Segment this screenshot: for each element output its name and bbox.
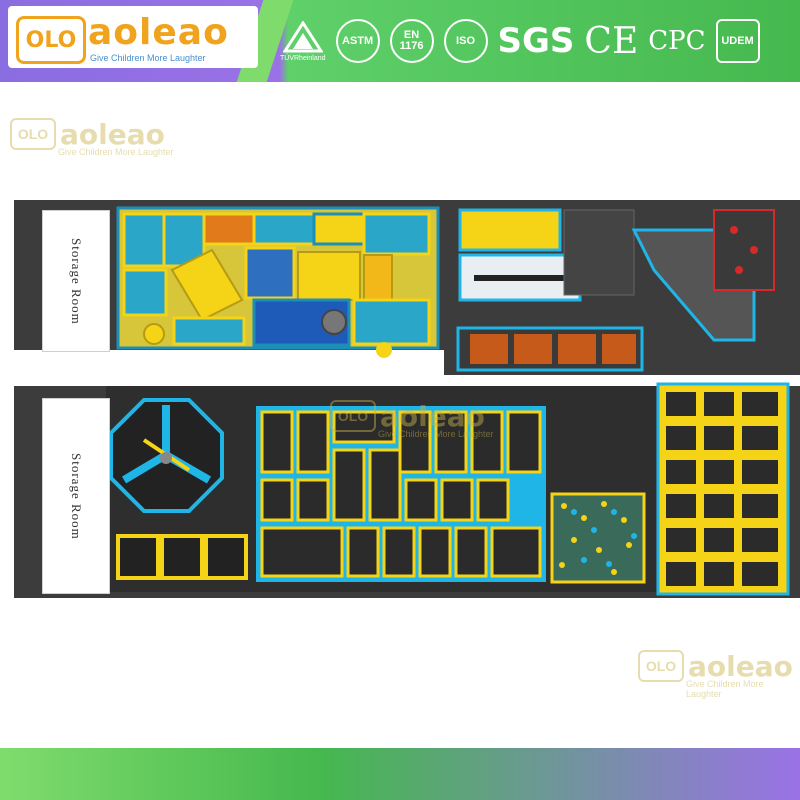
storage-room-top-label: Storage Room	[69, 237, 84, 325]
brand-tagline: Give Children More Laughter	[90, 53, 206, 63]
small-trampolines	[116, 534, 248, 580]
udem-seal-icon: UDEM	[715, 19, 760, 63]
cert-iso-label: ISO	[443, 19, 488, 63]
watermark-tagline: Give Children More Laughter	[58, 147, 174, 158]
watermark-name: aoleao	[60, 118, 165, 152]
header-banner: OLO aoleao Give Children More Laughter T…	[0, 0, 800, 82]
watermark-tagline: Give Children More Laughter	[378, 429, 494, 440]
sgs-text-icon: SGS	[497, 21, 575, 61]
certification-logos: TÜVRheinland ASTM EN 1176 ISO SGS CE CPC…	[280, 8, 760, 74]
foam-pit	[550, 492, 646, 584]
cert-en-label: EN 1176	[389, 19, 434, 63]
cert-astm-label: ASTM	[335, 19, 380, 63]
octagon-trampoline	[109, 398, 224, 513]
cpc-text-icon: CPC	[648, 26, 706, 56]
floor-plan-drawing	[14, 200, 800, 598]
right-trampoline-grid	[656, 382, 790, 596]
footer-banner	[0, 748, 800, 800]
watermark-mark: OLO	[10, 118, 56, 150]
storage-room-bottom-label: Storage Room	[69, 452, 84, 540]
watermark-name: aoleao	[380, 400, 485, 434]
astm-seal-icon: ASTM	[335, 19, 380, 63]
cert-udem-label: UDEM	[715, 19, 760, 63]
watermark-mark: OLO	[638, 650, 684, 682]
watermark-mark: OLO	[330, 400, 376, 432]
tuv-triangle-icon: TÜVRheinland	[280, 20, 326, 62]
floor-plan: Storage Room Storage Room	[14, 200, 800, 598]
ce-mark-icon: CE	[584, 20, 639, 62]
brand-name: aoleao	[88, 12, 229, 53]
iso-circle-icon: ISO	[443, 19, 488, 63]
top-right-zones	[456, 208, 775, 372]
main-trampoline-grid	[256, 406, 546, 582]
storage-room-top: Storage Room	[42, 210, 110, 352]
brand-logo: OLO aoleao Give Children More Laughter	[8, 6, 258, 68]
en1176-circle-icon: EN 1176	[389, 19, 434, 63]
watermark-name: aoleao	[688, 650, 793, 684]
cert-tuv-label: TÜVRheinland	[280, 54, 326, 62]
watermark-tagline: Give Children More Laughter	[686, 679, 764, 700]
storage-room-bottom: Storage Room	[42, 398, 110, 594]
soft-play-structure	[116, 206, 440, 358]
brand-mark: OLO	[16, 16, 86, 64]
